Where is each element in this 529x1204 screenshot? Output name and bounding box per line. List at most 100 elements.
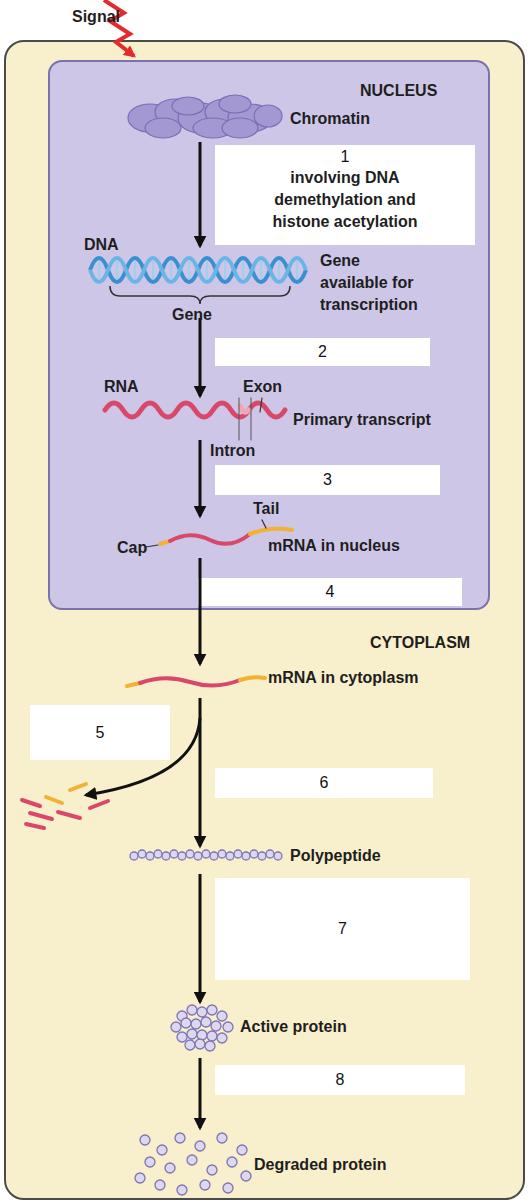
protein-bead: [191, 1019, 201, 1029]
protein-fragment: [217, 1133, 227, 1143]
cap-leader: [146, 545, 158, 547]
protein-fragment: [155, 1180, 165, 1190]
protein-bead: [201, 1017, 211, 1027]
protein-fragment: [187, 1155, 197, 1165]
amino-acid: [170, 850, 178, 858]
dna-helix: [90, 258, 306, 282]
step-box: 6: [215, 768, 433, 798]
protein-fragment: [207, 1165, 217, 1175]
exon-pointer: [260, 398, 262, 412]
protein-bead: [197, 1030, 207, 1040]
step-box: 4: [198, 578, 462, 606]
intron-segment: [240, 406, 249, 412]
callout-number: 7: [338, 919, 347, 939]
amino-acid: [154, 850, 162, 858]
protein-bead: [177, 1032, 187, 1042]
protein-bead: [185, 1040, 195, 1050]
amino-acid: [266, 850, 274, 858]
protein-fragment: [227, 1157, 237, 1167]
mrna-tail: [240, 677, 265, 680]
cytoplasmic-mrna: [127, 677, 265, 686]
chromatin-fiber: [193, 118, 233, 138]
mrna-fragment: [22, 800, 40, 806]
step-box: 1involving DNA demethylation and histone…: [215, 145, 475, 245]
callout-number: 8: [336, 1070, 345, 1090]
protein-bead: [223, 1022, 233, 1032]
protein-fragment: [175, 1133, 185, 1143]
chromatin-fiber: [145, 118, 181, 138]
rna-strand: [105, 403, 285, 417]
protein-bead: [207, 1031, 217, 1041]
nuclear-mrna: [146, 520, 292, 547]
protein-fragment: [237, 1145, 247, 1155]
callout-number: 4: [326, 582, 335, 602]
part-label: Signal: [72, 6, 120, 28]
chromatin-fiber: [254, 105, 282, 127]
active-protein: [171, 1005, 233, 1051]
amino-acid: [146, 852, 154, 860]
mrna-tail: [250, 529, 292, 534]
polypeptide-chain: [130, 850, 282, 860]
protein-fragment: [177, 1185, 187, 1195]
callout-number: 2: [318, 342, 327, 362]
protein-bead: [195, 1039, 205, 1049]
process-arrow: [199, 698, 202, 846]
protein-bead: [207, 1005, 217, 1015]
amino-acid: [234, 850, 242, 858]
intron-boundary: [239, 398, 240, 440]
mrna-fragment: [26, 824, 44, 828]
protein-fragment: [135, 1173, 145, 1183]
process-arrow: [199, 1058, 202, 1128]
chromatin-fiber: [178, 103, 222, 133]
protein-fragment: [165, 1163, 175, 1173]
nucleus-region: NUCLEUS 1involving DNA demethylation and …: [48, 60, 490, 610]
protein-bead: [197, 1007, 207, 1017]
amino-acid: [138, 850, 146, 858]
dna-strand: [90, 258, 306, 282]
step-text: involving DNA demethylation and histone …: [245, 167, 445, 233]
protein-fragment: [223, 1183, 233, 1193]
mrna-strand: [170, 534, 250, 544]
chromatin-fiber: [205, 99, 245, 125]
callout-number: 1: [341, 147, 350, 167]
process-arrow: [199, 874, 202, 1002]
amino-acid: [202, 850, 210, 858]
mrna-fragment: [70, 784, 86, 790]
primary-transcript: [105, 398, 285, 440]
tail-leader: [262, 520, 266, 528]
signal-bolt: [104, 0, 134, 56]
protein-bead: [217, 1011, 227, 1021]
chromatin-fiber: [228, 104, 272, 132]
protein-bead: [177, 1011, 187, 1021]
mrna-fragment: [30, 813, 52, 819]
chromatin-fiber: [155, 99, 195, 125]
callout-number: 5: [96, 723, 105, 743]
protein-bead: [217, 1033, 227, 1043]
protein-fragment: [200, 1180, 210, 1190]
intron-boundary: [251, 398, 252, 440]
protein-fragment: [157, 1145, 167, 1155]
chromatin-fiber: [222, 118, 258, 138]
amino-acid: [258, 852, 266, 860]
protein-bead: [211, 1021, 221, 1031]
mrna-fragment: [90, 801, 108, 808]
protein-bead: [205, 1041, 215, 1051]
step-box: 7: [215, 878, 470, 980]
degraded-mrna: [22, 784, 108, 828]
amino-acid: [242, 852, 250, 860]
amino-acid: [218, 850, 226, 858]
step-box: 8: [215, 1065, 465, 1095]
protein-bead: [181, 1018, 191, 1028]
process-arrow: [199, 318, 202, 396]
protein-fragment: [145, 1157, 155, 1167]
chromatin-fiber: [172, 97, 204, 115]
amino-acid: [210, 852, 218, 860]
protein-fragment: [140, 1135, 150, 1145]
process-arrow: [199, 558, 202, 664]
process-arrows: [86, 142, 200, 1128]
amino-acid: [194, 852, 202, 860]
region-label: NUCLEUS: [360, 82, 437, 100]
chromatin-fiber: [219, 95, 251, 113]
